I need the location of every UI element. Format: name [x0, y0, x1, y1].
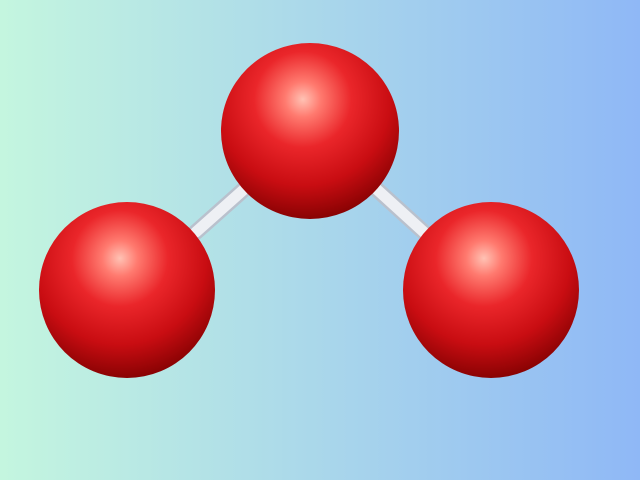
bond-left: [190, 178, 256, 238]
atom-right: [403, 202, 579, 378]
atoms: [39, 43, 579, 378]
atom-left: [39, 202, 215, 378]
atom-top: [221, 43, 399, 219]
